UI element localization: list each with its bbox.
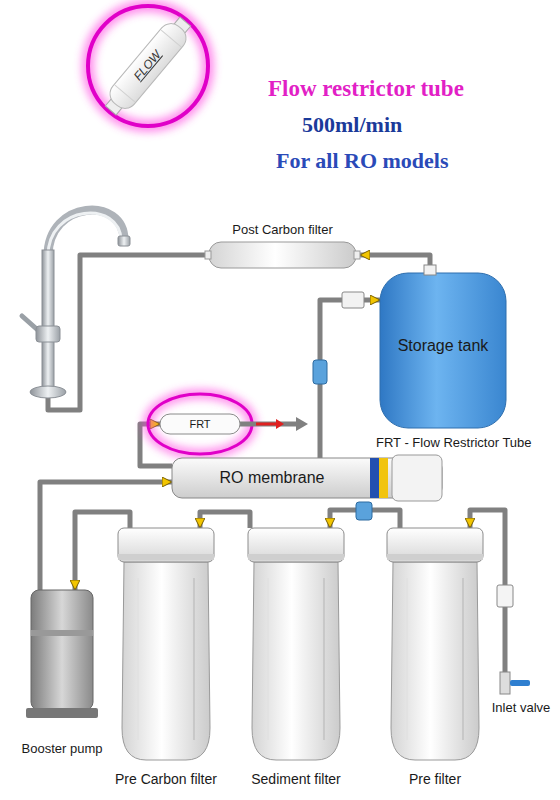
component-label: Booster pump xyxy=(22,742,103,757)
faucet-handle xyxy=(36,326,60,342)
post-carbon-filter: Post Carbon filter xyxy=(205,222,360,272)
spec-text: For all RO models xyxy=(276,148,449,173)
filter-housing: Pre filter xyxy=(385,528,485,790)
drain-arrowhead xyxy=(296,417,308,431)
pump-body xyxy=(31,590,93,710)
component-label: RO membrane xyxy=(220,469,325,487)
check-valve xyxy=(313,360,327,384)
bowl-rib xyxy=(323,578,325,740)
pump-band xyxy=(31,630,93,636)
highlight-glow xyxy=(148,394,252,454)
inlet-valve: Inlet valve xyxy=(488,672,554,718)
faucet-gooseneck xyxy=(48,210,124,256)
booster-pump-drawing xyxy=(18,590,106,760)
component-label: Post Carbon filter xyxy=(232,223,332,238)
cap-ring xyxy=(118,554,214,560)
flow-restrictor-tube xyxy=(105,19,191,114)
faucet-highlight xyxy=(48,213,121,256)
pump-base xyxy=(26,708,98,718)
cartridge-fitting xyxy=(354,251,360,259)
cartridge-fitting xyxy=(205,251,211,259)
drain-pipe xyxy=(240,422,296,427)
drain-flow-arrowhead xyxy=(276,419,284,429)
flow-restrictor: FRT xyxy=(160,412,240,436)
spec-text: 500ml/min xyxy=(302,112,402,137)
drain-flow-arrow xyxy=(256,423,276,426)
filter-bowl xyxy=(391,562,479,760)
water-pipe xyxy=(320,300,380,458)
filter-housing-drawing xyxy=(385,528,485,790)
faucet-base xyxy=(30,386,66,398)
component-label: Pre filter xyxy=(409,771,461,787)
tank-body xyxy=(380,273,506,428)
shutoff-valve xyxy=(342,292,364,308)
cap-ring xyxy=(387,554,483,560)
valve-handle xyxy=(510,680,530,686)
restrictor-tube xyxy=(160,414,240,434)
filter-cap xyxy=(248,528,344,562)
legend-note: FRT - Flow Restrictor Tube xyxy=(376,436,532,451)
bowl-rib xyxy=(406,578,408,740)
bowl-rib xyxy=(193,578,195,740)
component-label: Sediment filter xyxy=(251,771,340,787)
filter-housing-drawing xyxy=(108,528,224,790)
membrane-band xyxy=(370,458,379,498)
filter-housing: Sediment filter xyxy=(238,528,354,790)
component-label: Pre Carbon filter xyxy=(115,771,217,787)
water-pipe xyxy=(360,255,430,265)
filter-cap xyxy=(118,528,214,562)
filter-bowl xyxy=(252,562,340,760)
bowl-rib xyxy=(462,578,464,740)
filter-housing-drawing xyxy=(238,528,354,790)
water-pipe xyxy=(200,512,250,528)
component-label: FRT xyxy=(189,418,210,431)
faucet-column xyxy=(42,250,54,390)
carbon-cartridge xyxy=(209,242,356,268)
valve-body xyxy=(500,672,510,694)
component-label: Storage tank xyxy=(398,337,489,355)
storage-tank: Storage tank xyxy=(380,265,506,428)
highlight-ring xyxy=(148,394,252,454)
highlight-ring xyxy=(88,6,208,126)
membrane-band xyxy=(379,458,388,498)
highlight-glow xyxy=(88,6,208,126)
cap-ring xyxy=(248,554,344,560)
faucet-pipe xyxy=(48,255,205,410)
bowl-rib xyxy=(137,578,139,740)
membrane-endcap xyxy=(392,455,442,501)
faucet-spout xyxy=(118,236,130,246)
filter-bowl xyxy=(122,562,210,760)
title-text: Flow restrictor tube xyxy=(268,76,464,102)
tank-fitting xyxy=(424,265,436,275)
ro-membrane: RO membrane xyxy=(172,458,442,498)
component-label: Inlet valve xyxy=(492,701,551,716)
bowl-rib xyxy=(267,578,269,740)
booster-pump: Booster pump xyxy=(18,590,106,760)
filter-housing: Pre Carbon filter xyxy=(108,528,224,790)
tube-seam xyxy=(161,30,181,47)
filter-cap xyxy=(387,528,483,562)
pressure-switch xyxy=(497,585,513,607)
tube-seam xyxy=(115,85,135,102)
solenoid-valve xyxy=(356,502,372,520)
